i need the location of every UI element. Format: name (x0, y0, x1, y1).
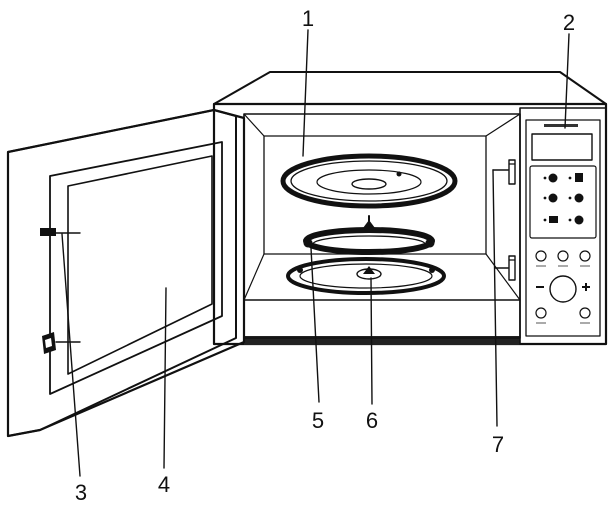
upper-latch (40, 228, 56, 236)
callout-7: 7 (492, 432, 504, 457)
interlock-latches (509, 160, 515, 280)
oven-cavity (244, 114, 520, 338)
callout-1: 1 (302, 6, 314, 31)
callout-5: 5 (312, 408, 324, 433)
display-window (532, 134, 592, 160)
callout-2: 2 (563, 10, 575, 35)
door-window (68, 156, 212, 374)
oven-cabinet (214, 72, 606, 345)
roller-ring (304, 216, 435, 252)
keypad-icons (544, 173, 584, 225)
oven-door (8, 110, 244, 436)
callout-4: 4 (158, 472, 170, 497)
dial-knob (550, 276, 576, 302)
callout-3: 3 (75, 480, 87, 505)
turntable-glass-tray (283, 156, 455, 206)
control-buttons (536, 251, 590, 323)
control-panel (520, 108, 606, 344)
callout-6: 6 (366, 408, 378, 433)
